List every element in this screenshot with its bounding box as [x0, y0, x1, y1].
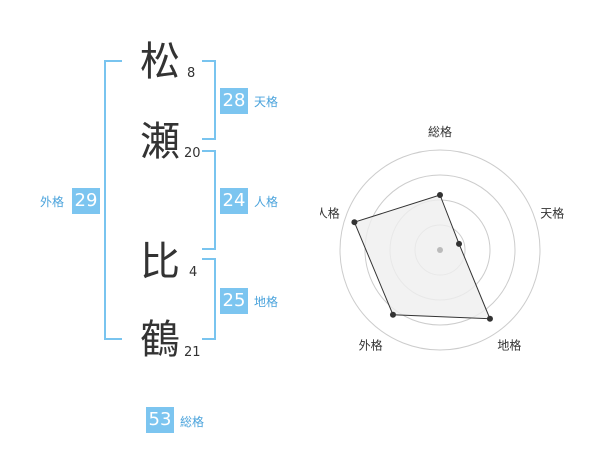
radar-area: [353, 194, 491, 320]
radar-axis-label: 天格: [540, 206, 564, 221]
chikaku-bracket: [202, 258, 216, 340]
radar-point-3: [486, 315, 493, 322]
chikaku-label: 地格: [254, 295, 279, 309]
stroke-count-2: 20: [184, 146, 201, 161]
name-char-2: 瀬: [140, 119, 180, 165]
stroke-count-4: 21: [184, 345, 201, 360]
tenkaku-score: 28: [220, 88, 248, 114]
radar-points: [351, 192, 493, 322]
gaikaku-score: 29: [72, 188, 100, 214]
jinkaku-label: 人格: [254, 195, 279, 209]
name-char-4: 鶴: [140, 317, 180, 363]
soukaku-score: 53: [146, 407, 174, 433]
radar-ring: [339, 149, 541, 351]
radar-point-2: [456, 240, 463, 247]
name-char-1: 松: [140, 39, 180, 85]
radar-axis-label: 外格: [359, 337, 383, 352]
stroke-count-3: 4: [189, 265, 198, 280]
chikaku-score: 25: [220, 288, 248, 314]
soukaku-label: 総格: [180, 415, 205, 429]
radar-point-1: [437, 192, 443, 198]
stroke-count-1: 8: [187, 66, 196, 81]
gaikaku-bracket: [104, 60, 122, 340]
radar-axis-label: 地格: [497, 337, 521, 352]
radar-point-5: [351, 219, 358, 226]
radar-point-4: [389, 311, 396, 318]
name-char-3: 比: [140, 239, 180, 285]
radar-axis-label: 総格: [428, 124, 452, 139]
radar-ring: [364, 174, 516, 326]
jinkaku-score: 24: [220, 188, 248, 214]
radar-center: [437, 247, 443, 253]
tenkaku-bracket: [202, 60, 216, 140]
jinkaku-bracket: [202, 150, 216, 250]
gaikaku-label: 外格: [40, 195, 65, 209]
tenkaku-label: 天格: [254, 95, 279, 109]
radar-axis-label: 人格: [320, 206, 340, 221]
